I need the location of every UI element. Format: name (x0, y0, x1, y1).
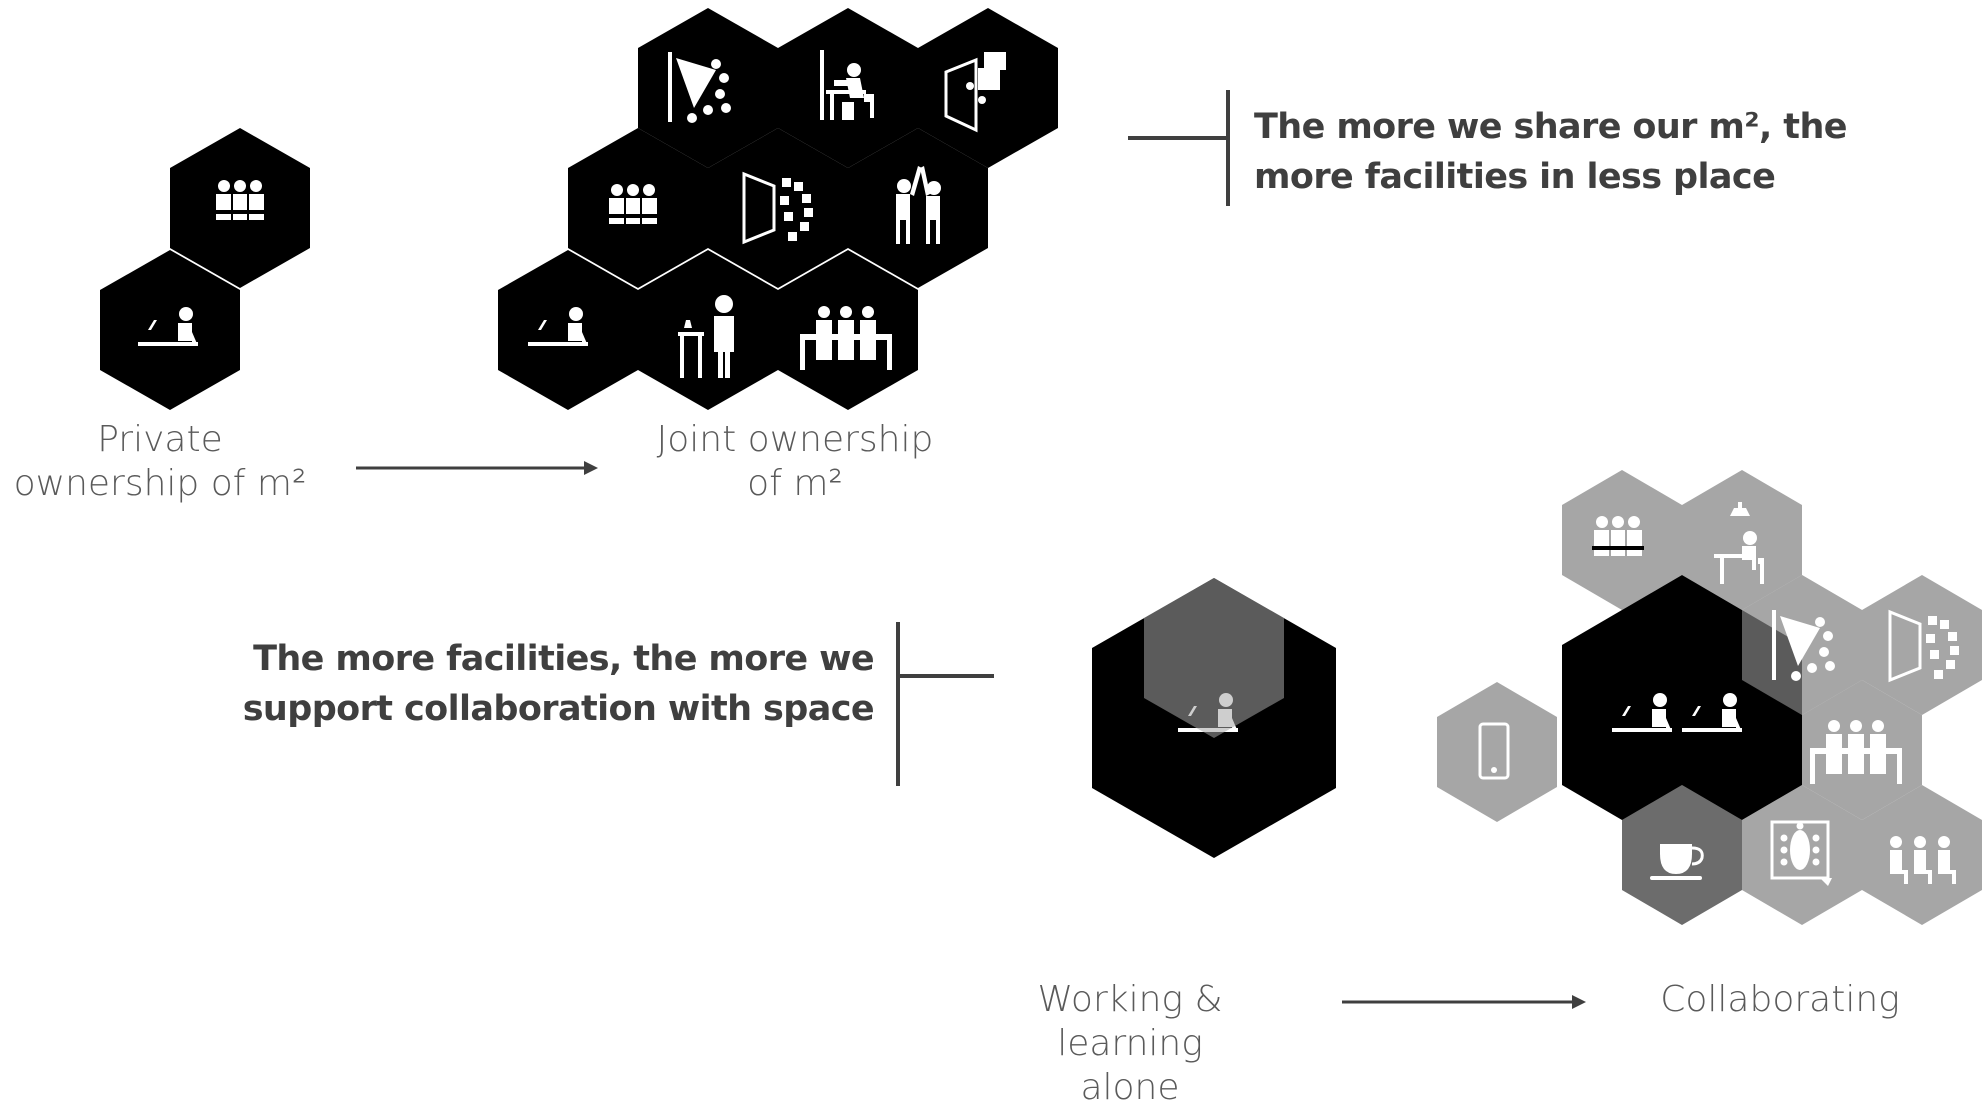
hexagon (638, 8, 778, 168)
joint-ownership-cluster (498, 8, 1058, 410)
arrow-private-to-joint (356, 461, 598, 475)
statement-bracket-share (1128, 90, 1230, 206)
group-of-people-icon (607, 184, 659, 224)
hexagon (848, 128, 988, 288)
collaborating-cluster (1437, 470, 1982, 925)
hexagon (708, 128, 848, 288)
working-alone-cluster (1092, 578, 1336, 858)
share-statement-line-2: more facilities in less place (1254, 157, 1776, 197)
facilities-statement-line-2: support collaboration with space (242, 689, 875, 729)
hexagon-overlap (1144, 578, 1284, 738)
share-statement-line-1: The more we share our m², the (1254, 107, 1848, 147)
group-of-people-icon (214, 180, 266, 220)
space-sharing-diagram (100, 8, 1982, 1009)
hexagon (1437, 682, 1557, 822)
hexagon (100, 250, 240, 410)
collaborating-label: Collaborating (1660, 979, 1900, 1020)
hexagon (638, 250, 778, 410)
hexagon (1682, 470, 1802, 610)
share-statement: The more we share our m², the more facil… (1254, 102, 1848, 202)
group-of-people-icon (1592, 516, 1644, 556)
facilities-statement-line-1: The more facilities, the more we (253, 639, 875, 679)
facilities-statement: The more facilities, the more we support… (240, 634, 875, 734)
arrow-alone-to-collab (1342, 995, 1586, 1009)
joint-ownership-label: Joint ownership of m² (656, 419, 934, 504)
statement-bracket-facilities (896, 622, 994, 786)
private-ownership-label: Private ownership of m² (13, 419, 307, 504)
private-ownership-cluster (100, 128, 310, 410)
working-alone-label: Working & learning alone (1037, 979, 1223, 1108)
